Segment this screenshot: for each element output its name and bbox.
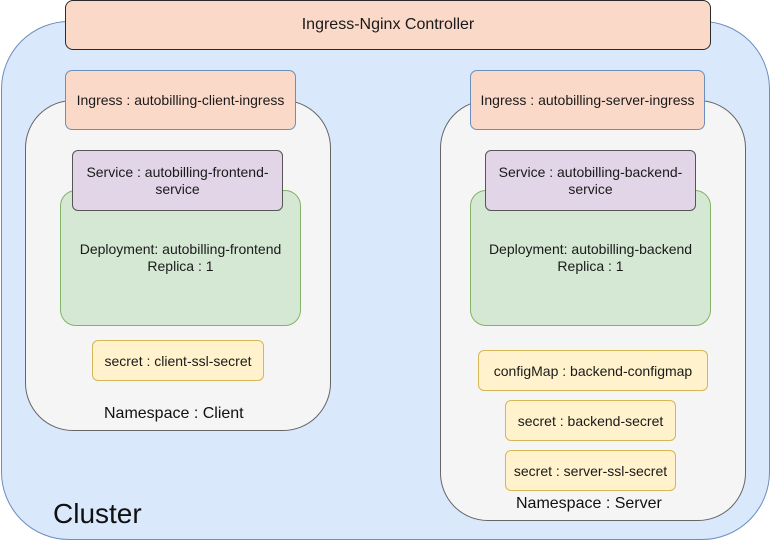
client-deployment-replica: Replica : 1 (147, 258, 214, 274)
server-ingress-label: Ingress : autobilling-server-ingress (480, 92, 695, 108)
client-service-label-line1: Service : autobilling-frontend- (86, 163, 269, 180)
ingress-nginx-controller-label: Ingress-Nginx Controller (301, 16, 475, 33)
namespace-server-label: Namespace : Server (516, 495, 662, 512)
cluster-label: Cluster (53, 498, 142, 529)
server-ingress: Ingress : autobilling-server-ingress (470, 70, 705, 130)
namespace-client-label: Namespace : Client (104, 405, 244, 422)
server-ssl-secret: secret : server-ssl-secret (505, 450, 676, 491)
server-deployment-replica: Replica : 1 (557, 258, 624, 274)
client-ingress: Ingress : autobilling-client-ingress (65, 70, 296, 130)
client-ssl-secret-label: secret : client-ssl-secret (104, 352, 252, 369)
client-service-label-line2: service (155, 180, 200, 197)
server-ssl-secret-label: secret : server-ssl-secret (513, 462, 668, 479)
client-ssl-secret: secret : client-ssl-secret (92, 340, 264, 381)
client-deployment-name: Deployment: autobilling-frontend (79, 241, 282, 257)
client-service: Service : autobilling-frontend- service (72, 150, 283, 211)
backend-configmap-label: configMap : backend-configmap (493, 362, 693, 379)
backend-secret: secret : backend-secret (505, 400, 676, 441)
server-service: Service : autobilling-backend- service (485, 150, 696, 211)
backend-configmap: configMap : backend-configmap (478, 350, 708, 391)
server-deployment-name: Deployment: autobilling-backend (488, 241, 693, 257)
server-deployment: Deployment: autobilling-backend Replica … (470, 190, 711, 326)
client-deployment: Deployment: autobilling-frontend Replica… (60, 190, 301, 326)
ingress-nginx-controller: Ingress-Nginx Controller (65, 0, 711, 50)
backend-secret-label: secret : backend-secret (517, 412, 664, 429)
client-ingress-label: Ingress : autobilling-client-ingress (76, 92, 285, 108)
server-service-label-line2: service (568, 180, 613, 197)
server-service-label-line1: Service : autobilling-backend- (498, 163, 683, 180)
